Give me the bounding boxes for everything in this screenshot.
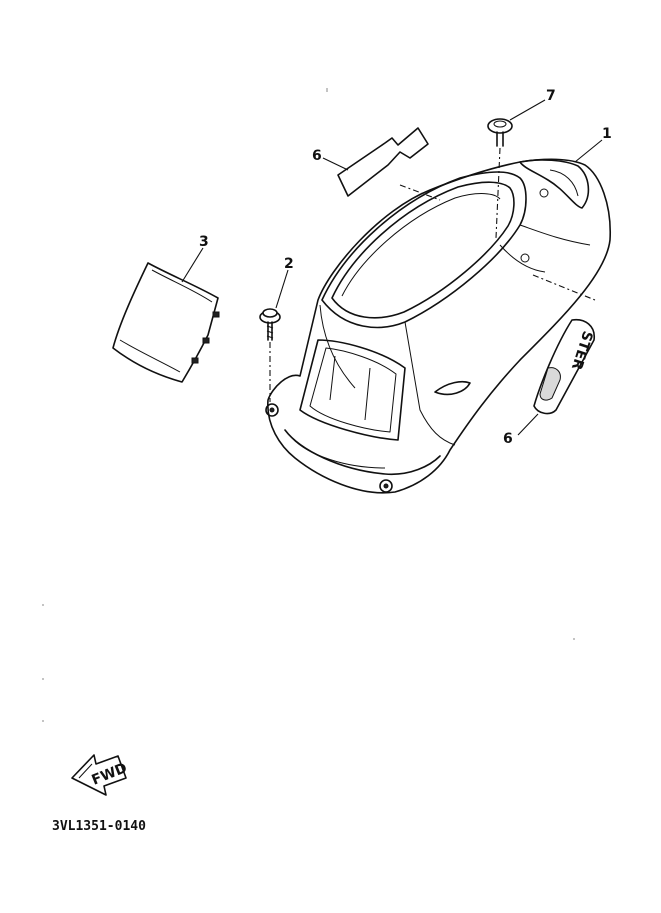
- part-code: 3VL1351-0140: [52, 819, 146, 834]
- emblem-part-6-lower: STER: [533, 318, 595, 415]
- front-cover-part-1: [265, 158, 611, 494]
- screw-part-2: [259, 308, 281, 402]
- clip-part-7: [487, 118, 513, 239]
- emblem-strip-part-6-upper: [337, 127, 441, 201]
- panel-part-3: [112, 262, 220, 383]
- leader-lines: [181, 99, 603, 436]
- callout-6-lower: 6: [503, 431, 513, 447]
- fwd-arrow-icon: FWD: [71, 754, 129, 796]
- callout-2: 2: [284, 256, 294, 272]
- callout-3: 3: [199, 234, 209, 250]
- callout-6-upper: 6: [312, 148, 322, 164]
- callout-1: 1: [602, 126, 612, 142]
- scan-marks: [42, 88, 575, 722]
- callout-7: 7: [546, 88, 556, 104]
